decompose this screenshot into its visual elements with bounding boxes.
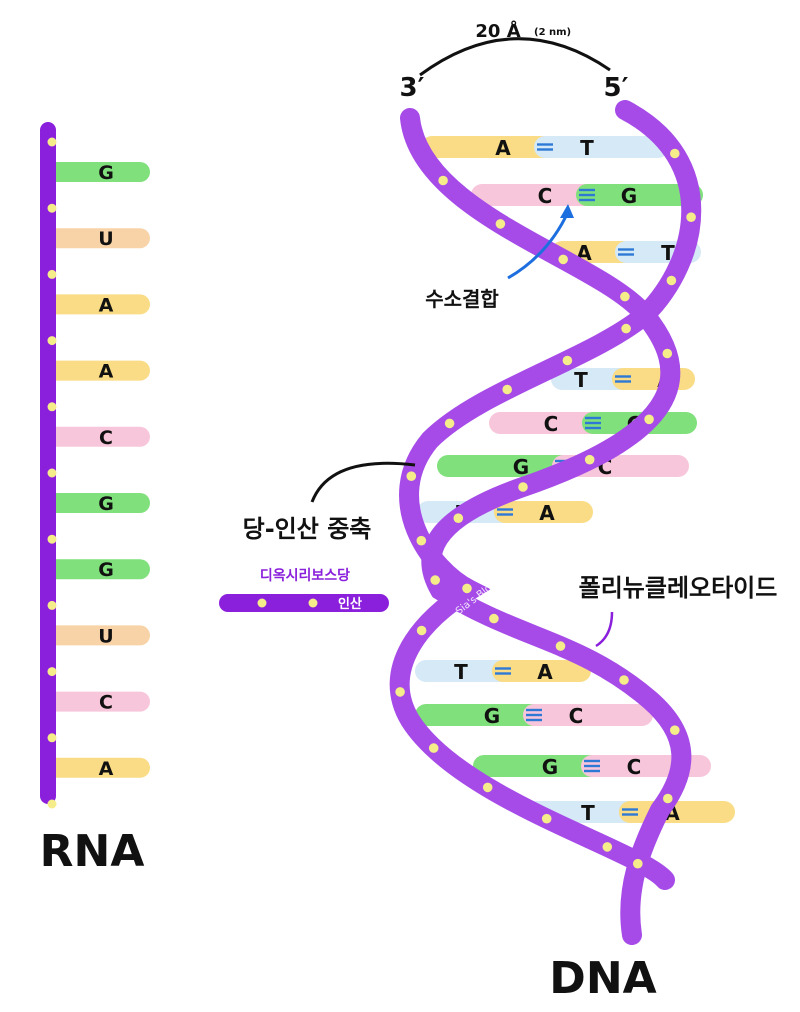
rna-base-letter: G <box>98 162 114 184</box>
dna-phosphate-dot <box>541 813 552 824</box>
legend-phosphate-dot <box>308 598 318 608</box>
dna-phosphate-dot <box>416 625 427 636</box>
rna-phosphate-dot <box>47 336 57 346</box>
dna-base-letter: C <box>538 184 553 208</box>
legend-sugar-label: 디옥시리보스당 <box>260 567 350 584</box>
dna-base-letter: G <box>542 755 558 779</box>
hydrogen-bond-marks <box>579 188 595 202</box>
dna-phosphate-dot <box>518 482 528 492</box>
rna-phosphate-dot <box>47 468 57 478</box>
rna-base-letter: U <box>98 228 113 250</box>
dna-base-letter: T <box>574 368 588 392</box>
rna-base-letter: C <box>99 427 113 449</box>
dna-label: DNA <box>549 953 656 1004</box>
three-prime-label: 3′ <box>400 73 425 103</box>
dna-base-letter: T <box>580 136 594 160</box>
rna-phosphate-dot <box>47 600 57 610</box>
dna-phosphate-dot <box>428 743 439 753</box>
dna-phosphate-dot <box>558 254 568 265</box>
hbond-arrow-head <box>560 204 574 218</box>
hbond-arrow-line <box>507 211 570 280</box>
dna-base-letter: C <box>544 412 559 436</box>
rna-phosphate-dot <box>47 799 57 809</box>
backbone-label: 당-인산 중축 <box>243 515 372 543</box>
hydrogen-bond-marks <box>622 808 638 816</box>
dna-phosphate-dot <box>489 613 499 624</box>
rna-phosphate-dot <box>47 733 57 743</box>
dna-phosphate-dot <box>619 675 629 685</box>
dna-base-letter: A <box>539 501 555 525</box>
hydrogen-bond-marks <box>585 416 601 430</box>
dna-phosphate-dot <box>502 384 512 395</box>
dna-phosphate-dot <box>686 212 696 222</box>
hydrogen-bond-marks <box>526 708 542 722</box>
dna-phosphate-dot <box>444 418 455 429</box>
rna-phosphate-dot <box>47 203 57 213</box>
rna-base-letter: G <box>98 493 114 515</box>
polynucleotide-pointer-line <box>595 611 614 648</box>
helix-width-sublabel: (2 nm) <box>534 27 571 38</box>
hydrogen-bond-marks <box>615 375 631 383</box>
dna-phosphate-dot <box>495 219 506 229</box>
dna-phosphate-dot <box>644 414 654 425</box>
dna-phosphate-dot <box>666 275 677 286</box>
dna-phosphate-dot <box>670 725 680 735</box>
dna-phosphate-dot <box>670 148 680 159</box>
rna-phosphate-dot <box>47 534 57 544</box>
dna-phosphate-dot <box>602 842 613 852</box>
dna-base-letter: C <box>627 755 642 779</box>
dna-phosphate-dot <box>621 323 631 334</box>
legend-phosphate-label: 인산 <box>338 596 362 612</box>
dna-phosphate-dot <box>453 513 464 523</box>
rna-phosphate-dot <box>47 137 57 147</box>
dna-base-letter: G <box>484 704 500 728</box>
polynucleotide-label: 폴리뉴클레오타이드 <box>579 574 778 602</box>
rna-base-letter: C <box>99 692 113 714</box>
dna-base-letter: G <box>621 184 637 208</box>
legend-phosphate-dot <box>257 598 267 608</box>
dna-phosphate-dot <box>555 641 566 651</box>
rna-base-letter: A <box>99 758 114 780</box>
dna-phosphate-dot <box>406 471 417 482</box>
dna-phosphate-dot <box>633 858 643 869</box>
hydrogen-bond-marks <box>497 508 513 516</box>
dna-base-letter: T <box>581 801 595 825</box>
hbond-label: 수소결합 <box>425 287 499 311</box>
dna-phosphate-dot <box>620 291 630 302</box>
helix-width-label: 20 Å <box>475 19 520 42</box>
backbone-pointer-line <box>310 461 416 503</box>
hydrogen-bond-marks <box>584 759 600 773</box>
dna-phosphate-dot <box>663 793 673 804</box>
helix-width-arc <box>419 37 611 77</box>
dna-base-letter: T <box>454 660 468 684</box>
dna-phosphate-dot <box>462 583 472 594</box>
dna-phosphate-dot <box>482 782 493 793</box>
dna-phosphate-dot <box>430 575 441 585</box>
dna-phosphate-dot <box>438 175 448 186</box>
rna-phosphate-dot <box>47 269 57 279</box>
rna-base-letter: A <box>99 361 114 383</box>
five-prime-label: 5′ <box>604 73 629 103</box>
dna-phosphate-dot <box>395 687 405 697</box>
dna-base-letter: C <box>569 704 584 728</box>
rna-base-letter: G <box>98 559 114 581</box>
dna-phosphate-dot <box>562 355 573 366</box>
rna-base-letter: A <box>99 294 114 316</box>
dna-phosphate-dot <box>416 535 427 546</box>
hydrogen-bond-marks <box>618 248 634 256</box>
dna-base-letter: A <box>537 660 553 684</box>
dna-base-letter: A <box>495 136 511 160</box>
rna-base-letter: U <box>98 625 113 647</box>
rna-label: RNA <box>40 826 145 877</box>
rna-phosphate-dot <box>47 667 57 677</box>
rna-phosphate-dot <box>47 402 57 412</box>
hydrogen-bond-marks <box>495 667 511 675</box>
dna-phosphate-dot <box>584 454 595 465</box>
hydrogen-bond-marks <box>537 143 553 151</box>
rna-strand: G U A A C G G U C A <box>40 122 150 809</box>
dna-phosphate-dot <box>662 348 673 359</box>
dna-base-letter: G <box>513 455 529 479</box>
